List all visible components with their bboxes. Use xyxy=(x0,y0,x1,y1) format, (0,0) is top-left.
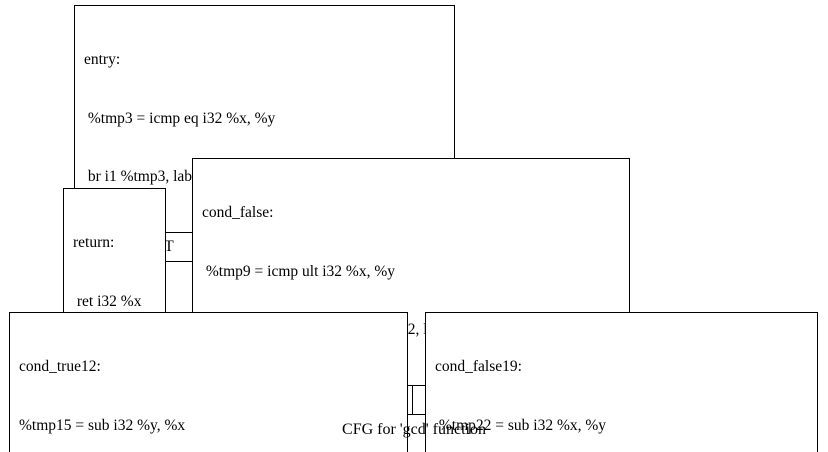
graph-caption: CFG for 'gcd' function xyxy=(342,421,486,438)
cfg-node-entry-line-0: entry: xyxy=(84,51,121,68)
cfg-node-entry-port-true[interactable]: T xyxy=(164,237,174,255)
cfg-node-cond-false19[interactable]: cond_false19: %tmp22 = sub i32 %x, %y %t… xyxy=(425,312,818,452)
cfg-node-return-line-0: return: xyxy=(73,234,115,251)
cfg-node-cond-true12-line-0: cond_true12: xyxy=(19,358,101,375)
cfg-node-cond-false-line-0: cond_false: xyxy=(202,204,274,221)
cfg-node-cond-false19-body: cond_false19: %tmp22 = sub i32 %x, %y %t… xyxy=(426,313,817,452)
cfg-node-return-body: return: ret i32 %x xyxy=(64,189,165,356)
cfg-node-cond-true12-body: cond_true12: %tmp15 = sub i32 %y, %x %tm… xyxy=(10,313,407,452)
cfg-node-cond-false19-line-1: %tmp22 = sub i32 %x, %y xyxy=(435,416,607,434)
cfg-node-cond-true12-line-1: %tmp15 = sub i32 %y, %x xyxy=(19,416,186,434)
cfg-node-entry-line-1: %tmp3 = icmp eq i32 %x, %y xyxy=(84,109,276,127)
cfg-node-cond-false-line-1: %tmp9 = icmp ult i32 %x, %y xyxy=(202,262,396,280)
cfg-node-return-line-1: ret i32 %x xyxy=(73,292,142,310)
cfg-node-cond-true12[interactable]: cond_true12: %tmp15 = sub i32 %y, %x %tm… xyxy=(9,312,408,452)
cfg-node-cond-false19-line-0: cond_false19: xyxy=(435,358,522,375)
